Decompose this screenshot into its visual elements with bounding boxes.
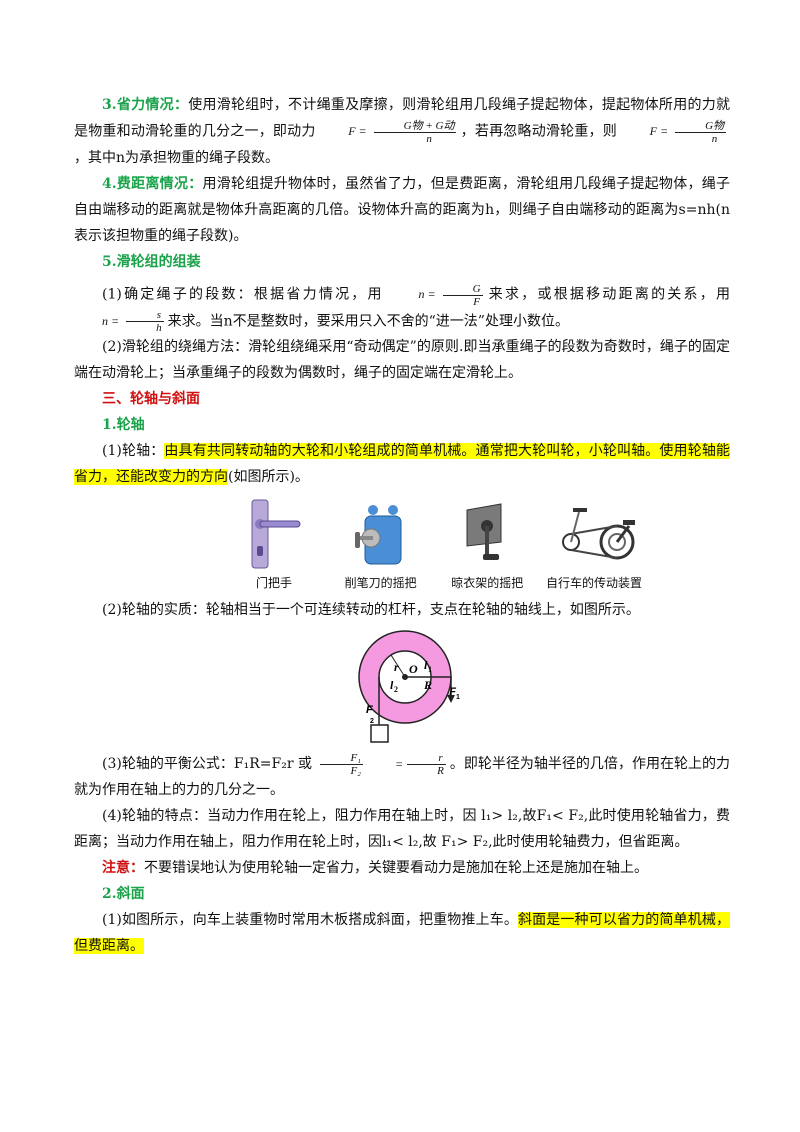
wheel-axle-p3b: 。即轮半径为轴半径的几倍，作用在轮上的力就为作用在轴上的力的几分之一。 bbox=[74, 756, 730, 799]
formula-f2-den: n bbox=[711, 132, 718, 145]
wheel-axle-heading: 1.轮轴 bbox=[102, 417, 145, 434]
wheel-axle-p2: (2)轮轴的实质：轮轴相当于一个可连续转动的杠杆，支点在轮轴的轴线上，如图所示。 bbox=[102, 602, 640, 619]
incline-p1a: (1)如图所示，向车上装重物时常用木板搭成斜面，把重物推上车。 bbox=[102, 912, 518, 929]
incline-heading-line: 2.斜面 bbox=[74, 881, 730, 907]
incline-heading: 2.斜面 bbox=[102, 886, 145, 903]
formula-f3-num: G bbox=[442, 283, 483, 296]
formula-f6-den: R bbox=[437, 764, 444, 777]
caption-bicycle: 自行车的传动装置 bbox=[545, 576, 642, 591]
formula-f5-eq: = bbox=[395, 757, 404, 772]
section-5-heading: 5.滑轮组的组装 bbox=[102, 253, 201, 270]
label-F2: F bbox=[366, 704, 373, 716]
formula-f6-num: r bbox=[407, 752, 446, 765]
formula-f1-num: G物 + G动 bbox=[373, 120, 457, 133]
image-cell-bicycle: 自行车的传动装置 bbox=[544, 498, 644, 591]
door-handle-image bbox=[251, 499, 301, 569]
formula-f4-den: h bbox=[156, 322, 162, 335]
label-F1-sub: 1 bbox=[456, 694, 460, 701]
formula-f2-num: G物 bbox=[675, 120, 727, 133]
clothes-rack-crank-image bbox=[466, 503, 502, 561]
section-4-text: 用滑轮组提升物体时，虽然省了力，但是费距离，滑轮组用几段绳子提起物体，绳子自由端… bbox=[74, 175, 730, 244]
formula-f4-num: s bbox=[126, 309, 164, 323]
label-l1-sub: 1 bbox=[428, 665, 432, 674]
section-5-p1c: 来求。当n不是整数时，要采用只入不舍的“进一法”处理小数位。 bbox=[167, 312, 569, 329]
image-cell-door-handle: 门把手 bbox=[224, 498, 324, 591]
label-r: r bbox=[394, 660, 399, 674]
caption-door-handle: 门把手 bbox=[255, 576, 292, 591]
section-three-heading: 三、轮轴与斜面 bbox=[102, 391, 200, 408]
section-5-heading-line: 5.滑轮组的组装 bbox=[74, 249, 730, 275]
formula-f1-den: n bbox=[426, 132, 432, 145]
section-3-heading: 3.省力情况： bbox=[102, 97, 189, 113]
note-heading: 注意： bbox=[102, 860, 144, 877]
label-R: R bbox=[423, 678, 432, 692]
wheel-axle-p1b: (如图所示)。 bbox=[228, 469, 309, 486]
section-3-paragraph: 3.省力情况：使用滑轮组时，不计绳重及摩擦，则滑轮组用几段绳子提起物体，提起物体… bbox=[74, 92, 730, 171]
section-three-heading-line: 三、轮轴与斜面 bbox=[74, 386, 730, 412]
formula-f4-lhs: n = bbox=[102, 313, 120, 328]
section-3-text-1: 使用滑轮组时，不计绳重及摩擦，则滑轮组用几段绳子提起物体，提起物体所用的力就是物… bbox=[74, 97, 730, 140]
caption-pencil-sharpener: 削笔刀的摇把 bbox=[344, 576, 417, 591]
image-cell-pencil-sharpener: 削笔刀的摇把 bbox=[331, 498, 431, 591]
formula-f3-lhs: n = bbox=[418, 286, 436, 301]
wheel-axle-diagram: r O l 1 R l 2 F 1 F 2 bbox=[358, 630, 460, 743]
example-images-row: 门把手 削笔刀的摇把 晾衣架的摇把 bbox=[224, 498, 644, 591]
caption-clothes-rack: 晾衣架的摇把 bbox=[451, 576, 524, 591]
document-page: 3.省力情况：使用滑轮组时，不计绳重及摩擦，则滑轮组用几段绳子提起物体，提起物体… bbox=[74, 92, 730, 959]
wheel-axle-p3a: (3)轮轴的平衡公式：F₁R=F₂r 或 bbox=[102, 756, 312, 773]
section-3-text-2: ，若再忽略动滑轮重，则 bbox=[460, 123, 617, 140]
section-3-text-3: ，其中n为承担物重的绳子段数。 bbox=[74, 149, 280, 166]
section-5-p1a: (1)确定绳子的段数：根据省力情况，用 bbox=[102, 286, 384, 303]
note-paragraph: 注意：不要错误地认为使用轮轴一定省力，关键要看动力是施加在轮上还是施加在轴上。 bbox=[74, 855, 730, 881]
label-O: O bbox=[409, 662, 418, 676]
formula-f5-den: F₂ bbox=[350, 764, 361, 777]
wheel-axle-p4: (4)轮轴的特点：当动力作用在轮上，阻力作用在轴上时，因 l₁> l₂,故F₁<… bbox=[74, 808, 730, 851]
formula-f1-lhs: F = bbox=[348, 124, 367, 138]
image-cell-clothes-rack: 晾衣架的摇把 bbox=[437, 498, 537, 591]
section-5-p1b: 来求，或根据移动距离的关系，用 bbox=[486, 286, 731, 303]
bicycle-drive-image bbox=[561, 508, 635, 560]
section-4-paragraph: 4.费距离情况：用滑轮组提升物体时，虽然省了力，但是费距离，滑轮组用几段绳子提起… bbox=[74, 171, 730, 249]
section-5-p2: (2)滑轮组的绕绳方法：滑轮组绕绳采用“奇动偶定”的原则.即当承重绳子的段数为奇… bbox=[74, 339, 730, 382]
note-text: 不要错误地认为使用轮轴一定省力，关键要看动力是施加在轮上还是施加在轴上。 bbox=[144, 860, 648, 877]
label-l2: l bbox=[390, 678, 394, 692]
wheel-axle-p1-highlight: 由具有共同转动轴的大轮和小轮组成的简单机械。通常把大轮叫轮，小轮叫轴。使用轮轴能… bbox=[74, 443, 730, 486]
wheel-axle-p1a: (1)轮轴： bbox=[102, 443, 165, 460]
incline-p1: (1)如图所示，向车上装重物时常用木板搭成斜面，把重物推上车。斜面是一种可以省力… bbox=[74, 907, 730, 959]
formula-f5-num: F₁ bbox=[320, 752, 363, 765]
wheel-axle-heading-line: 1.轮轴 bbox=[74, 412, 730, 438]
label-l1: l bbox=[424, 658, 428, 672]
label-l2-sub: 2 bbox=[394, 685, 398, 694]
formula-f2-lhs: F = bbox=[649, 124, 669, 138]
pencil-sharpener-image bbox=[354, 505, 402, 565]
formula-f3-den: F bbox=[473, 295, 480, 308]
label-F2-sub: 2 bbox=[370, 718, 374, 725]
section-4-heading: 4.费距离情况： bbox=[102, 175, 203, 192]
label-F1: F bbox=[449, 686, 456, 698]
wheel-axle-p1: (1)轮轴：由具有共同转动轴的大轮和小轮组成的简单机械。通常把大轮叫轮，小轮叫轴… bbox=[74, 438, 730, 490]
